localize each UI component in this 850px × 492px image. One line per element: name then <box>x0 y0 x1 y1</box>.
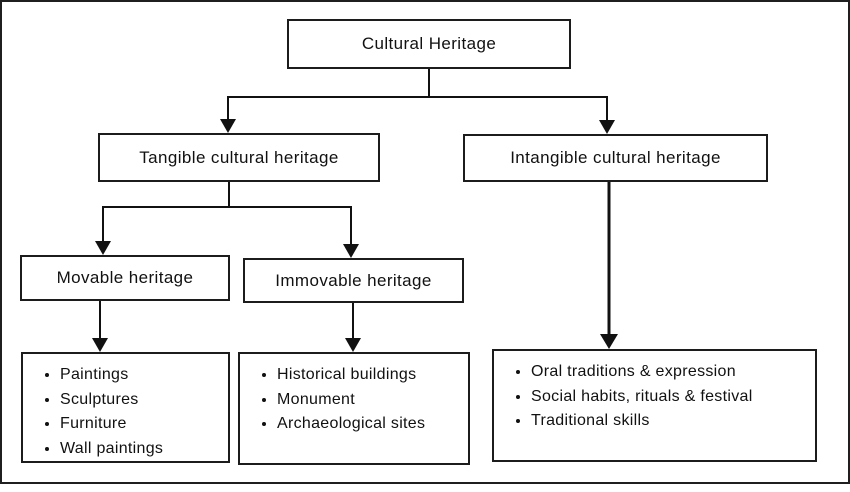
list-movable-examples: Paintings Sculptures Furniture Wall pain… <box>21 352 230 463</box>
list-item: Archaeological sites <box>277 412 464 437</box>
list-item: Furniture <box>60 412 224 437</box>
arrowhead-icon <box>220 119 236 133</box>
arrowhead-icon <box>343 244 359 258</box>
list-immovable-examples: Historical buildings Monument Archaeolog… <box>238 352 470 465</box>
list-item: Traditional skills <box>531 409 811 434</box>
bullet-list: Paintings Sculptures Furniture Wall pain… <box>23 354 228 461</box>
node-label: Tangible cultural heritage <box>139 147 339 167</box>
list-item: Sculptures <box>60 388 224 413</box>
arrowhead-icon <box>599 120 615 134</box>
node-cultural-heritage: Cultural Heritage <box>287 19 571 69</box>
node-movable-heritage: Movable heritage <box>20 255 230 301</box>
list-item: Wall paintings <box>60 437 224 462</box>
arrowhead-icon <box>600 334 618 349</box>
bullet-list: Oral traditions & expression Social habi… <box>494 351 815 434</box>
node-label: Movable heritage <box>56 268 194 287</box>
list-item: Paintings <box>60 363 224 388</box>
list-item: Social habits, rituals & festival <box>531 385 811 410</box>
arrowhead-icon <box>92 338 108 352</box>
arrowhead-icon <box>345 338 361 352</box>
list-intangible-examples: Oral traditions & expression Social habi… <box>492 349 817 462</box>
bullet-list: Historical buildings Monument Archaeolog… <box>240 354 468 437</box>
list-item: Oral traditions & expression <box>531 360 811 385</box>
node-tangible-cultural-heritage: Tangible cultural heritage <box>98 133 380 182</box>
node-label: Cultural Heritage <box>361 34 497 53</box>
node-label: Intangible cultural heritage <box>510 148 721 167</box>
list-item: Monument <box>277 388 464 413</box>
node-label: Immovable heritage <box>275 270 432 290</box>
node-intangible-cultural-heritage: Intangible cultural heritage <box>463 134 768 182</box>
node-immovable-heritage: Immovable heritage <box>243 258 464 303</box>
arrowhead-icon <box>95 241 111 255</box>
list-item: Historical buildings <box>277 363 464 388</box>
